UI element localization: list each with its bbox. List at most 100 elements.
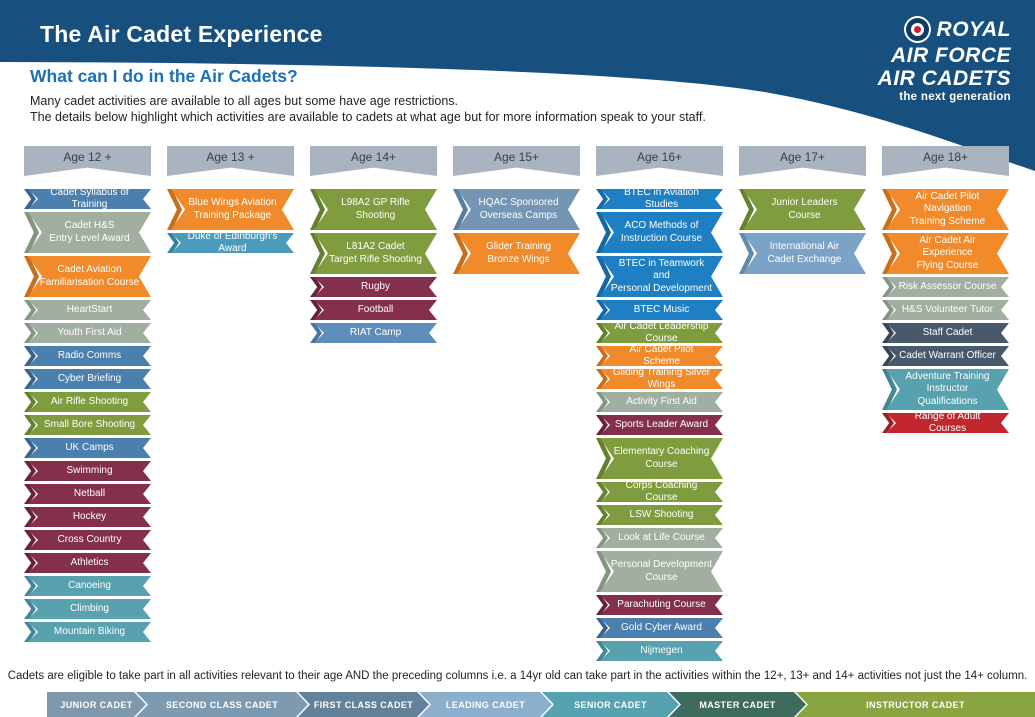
intro-heading: What can I do in the Air Cadets? [30, 66, 298, 86]
activity-label: Nijmegen [600, 641, 723, 661]
raf-air-cadets-logo: ROYAL AIR FORCE AIR CADETS the next gene… [878, 16, 1011, 104]
rank-segment: LEADING CADET [419, 692, 552, 717]
activity-label: Hockey [28, 507, 151, 527]
activity-label: Gold Cyber Award [600, 618, 723, 638]
activity-label: Adventure Training Instructor Qualificat… [886, 369, 1009, 410]
age-header: Age 16+ [596, 146, 723, 176]
activity-label: Football [314, 300, 437, 320]
rank-label: JUNIOR CADET [60, 699, 133, 710]
activity-label: Cadet Warrant Officer [886, 346, 1009, 366]
activity-banner: Staff Cadet [882, 323, 1009, 343]
rank-segment: SECOND CLASS CADET [136, 692, 308, 717]
activity-banner: Canoeing [24, 576, 151, 596]
raf-roundel-icon [903, 16, 931, 43]
activity-label: Swimming [28, 461, 151, 481]
activity-label: Air Cadet Leadership Course [600, 323, 723, 343]
activity-banner: HeartStart [24, 300, 151, 320]
activity-label: RIAT Camp [314, 323, 437, 343]
activity-banner: Football [310, 300, 437, 320]
rank-label: SENIOR CADET [574, 699, 647, 710]
activity-label: Air Cadet Pilot Scheme [600, 346, 723, 366]
page-title: The Air Cadet Experience [40, 21, 323, 47]
activity-label: H&S Volunteer Tutor [886, 300, 1009, 320]
activity-banner: Athletics [24, 553, 151, 573]
activity-label: Blue Wings Aviation Training Package [171, 189, 294, 230]
activity-banner: Risk Assessor Course [882, 277, 1009, 297]
activity-label: Staff Cadet [886, 323, 1009, 343]
rank-label: LEADING CADET [445, 699, 526, 710]
activity-label: Cyber Briefing [28, 369, 151, 389]
activity-banner: Air Cadet Pilot Scheme [596, 346, 723, 366]
activity-label: Corps Coaching Course [600, 482, 723, 502]
intro-line-1: Many cadet activities are available to a… [30, 94, 459, 108]
age-header: Age 17+ [739, 146, 866, 176]
activity-banner: Cadet Warrant Officer [882, 346, 1009, 366]
age-header: Age 15+ [453, 146, 580, 176]
rank-label: FIRST CLASS CADET [313, 699, 414, 710]
age-header: Age 14+ [310, 146, 437, 176]
rank-segment: MASTER CADET [669, 692, 806, 717]
activity-label: Air Cadet Air Experience Flying Course [886, 233, 1009, 274]
activity-label: Rugby [314, 277, 437, 297]
activity-banner: Parachuting Course [596, 595, 723, 615]
activity-banner: Junior Leaders Course [739, 189, 866, 230]
activity-label: BTEC in Aviation Studies [600, 189, 723, 209]
activity-banner: Youth First Aid [24, 323, 151, 343]
activity-banner: Cyber Briefing [24, 369, 151, 389]
activity-banner: Adventure Training Instructor Qualificat… [882, 369, 1009, 410]
activity-banner: Activity First Aid [596, 392, 723, 412]
rank-label: MASTER CADET [699, 699, 776, 710]
rank-segment: INSTRUCTOR CADET [796, 692, 1035, 717]
activity-label: Sports Leader Award [600, 415, 723, 435]
rank-label: INSTRUCTOR CADET [866, 699, 965, 710]
activity-banner: BTEC Music [596, 300, 723, 320]
activity-label: Elementary Coaching Course [600, 438, 723, 479]
intro-block: What can I do in the Air Cadets? Many ca… [30, 66, 706, 125]
activity-banner: Mountain Biking [24, 622, 151, 642]
activity-label: Netball [28, 484, 151, 504]
activity-banner: Sports Leader Award [596, 415, 723, 435]
activity-banner: International Air Cadet Exchange [739, 233, 866, 274]
activity-banner: Air Rifle Shooting [24, 392, 151, 412]
activity-banner: Swimming [24, 461, 151, 481]
activity-banner: L98A2 GP Rifle Shooting [310, 189, 437, 230]
activity-label: Canoeing [28, 576, 151, 596]
activity-label: Range of Adult Courses [886, 413, 1009, 433]
activity-banner: Gold Cyber Award [596, 618, 723, 638]
activity-label: Cadet Aviation Familiarisation Course [28, 256, 151, 297]
age-column: Age 13 +Blue Wings Aviation Training Pac… [167, 146, 294, 664]
activity-banner: H&S Volunteer Tutor [882, 300, 1009, 320]
activity-label: Cross Country [28, 530, 151, 550]
activity-label: L98A2 GP Rifle Shooting [314, 189, 437, 230]
rank-bar: JUNIOR CADET SECOND CLASS CADET FIRST CLAS… [47, 692, 1035, 717]
activity-banner: Air Cadet Leadership Course [596, 323, 723, 343]
activity-banner: Hockey [24, 507, 151, 527]
rank-segment: FIRST CLASS CADET [298, 692, 429, 717]
activity-label: Activity First Aid [600, 392, 723, 412]
logo-tagline: the next generation [899, 91, 1011, 103]
activity-label: Personal Development Course [600, 551, 723, 592]
activity-label: HeartStart [28, 300, 151, 320]
activity-label: LSW Shooting [600, 505, 723, 525]
activity-label: Glider Training Bronze Wings [457, 233, 580, 274]
activity-banner: Cadet H&S Entry Level Award [24, 212, 151, 253]
activity-banner: Air Cadet Pilot Navigation Training Sche… [882, 189, 1009, 230]
logo-line-royal: ROYAL [936, 18, 1011, 41]
activity-label: UK Camps [28, 438, 151, 458]
rank-label: SECOND CLASS CADET [165, 699, 279, 710]
activity-banner: Corps Coaching Course [596, 482, 723, 502]
activity-label: ACO Methods of Instruction Course [600, 212, 723, 253]
activity-banner: Cadet Aviation Familiarisation Course [24, 256, 151, 297]
activity-label: Parachuting Course [600, 595, 723, 615]
activity-label: Radio Comms [28, 346, 151, 366]
activity-banner: ACO Methods of Instruction Course [596, 212, 723, 253]
activity-banner: BTEC in Teamwork and Personal Developmen… [596, 256, 723, 297]
activity-label: BTEC Music [600, 300, 723, 320]
activity-banner: Blue Wings Aviation Training Package [167, 189, 294, 230]
activity-banner: LSW Shooting [596, 505, 723, 525]
